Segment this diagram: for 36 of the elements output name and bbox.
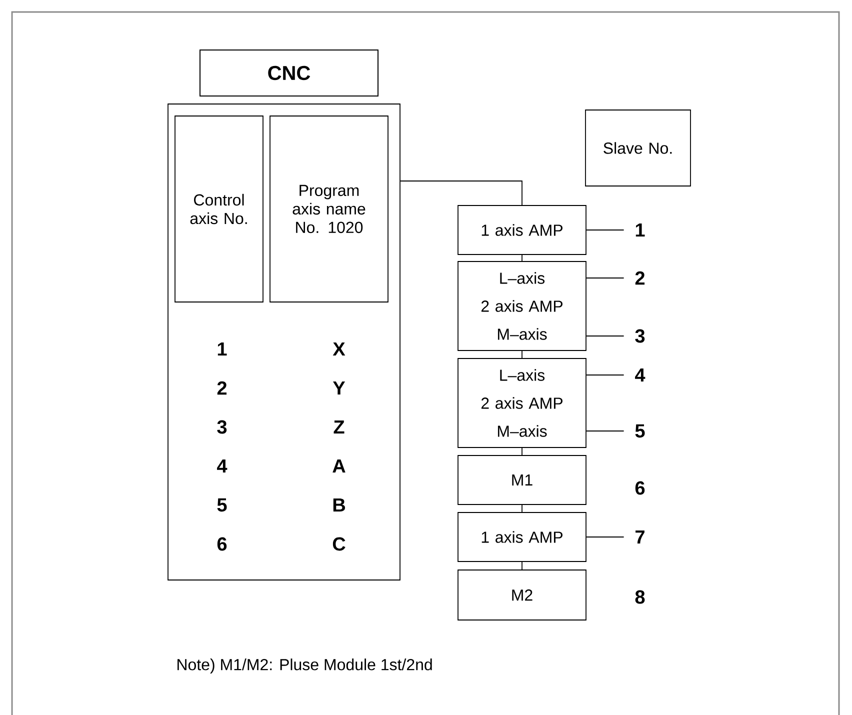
unit-box: M1 — [458, 455, 586, 505]
axis-name: Z — [334, 420, 344, 434]
controller-box — [168, 104, 400, 580]
axis-name: A — [332, 459, 346, 473]
connector-line — [586, 536, 624, 538]
axis-number: 3 — [217, 420, 227, 434]
axis-name: X — [332, 342, 346, 356]
unit-box: 1 axis AMP — [458, 205, 586, 255]
axis-number: 2 — [217, 381, 227, 395]
slave-number: 3 — [635, 329, 645, 343]
connector-line — [586, 430, 624, 432]
axis-number: 4 — [217, 459, 228, 473]
axis-name: C — [332, 537, 346, 551]
axis-name: B — [333, 498, 345, 512]
amplifier-box: L–axis 2 axis AMP M–axis — [458, 261, 586, 351]
slave-number: 1 — [636, 223, 645, 237]
unit-box: Control axis No. — [174, 116, 264, 302]
unit-box: Program axis name No. 1020 — [270, 116, 388, 302]
slave-number: 4 — [635, 368, 646, 382]
slave-number: 2 — [635, 271, 645, 285]
connector-line — [586, 374, 624, 376]
title-box: CNC — [200, 50, 378, 96]
axis-name: Y — [333, 381, 346, 395]
unit-box: 1 axis AMP — [458, 512, 586, 562]
unit-box: M2 — [458, 570, 586, 620]
slave-number: 5 — [635, 424, 645, 438]
note: Note) M1/M2: Pluse Module 1st/2nd — [178, 658, 432, 674]
slave-number: 8 — [635, 590, 645, 604]
connector-line — [400, 180, 522, 206]
unit-box: Slave No. — [585, 110, 691, 186]
axis-number: 1 — [218, 342, 227, 356]
axis-number: 5 — [217, 498, 227, 512]
slave-number: 6 — [635, 481, 645, 495]
amplifier-box: L–axis 2 axis AMP M–axis — [458, 358, 586, 448]
axis-number: 6 — [217, 537, 227, 551]
slave-number: 7 — [636, 530, 644, 544]
